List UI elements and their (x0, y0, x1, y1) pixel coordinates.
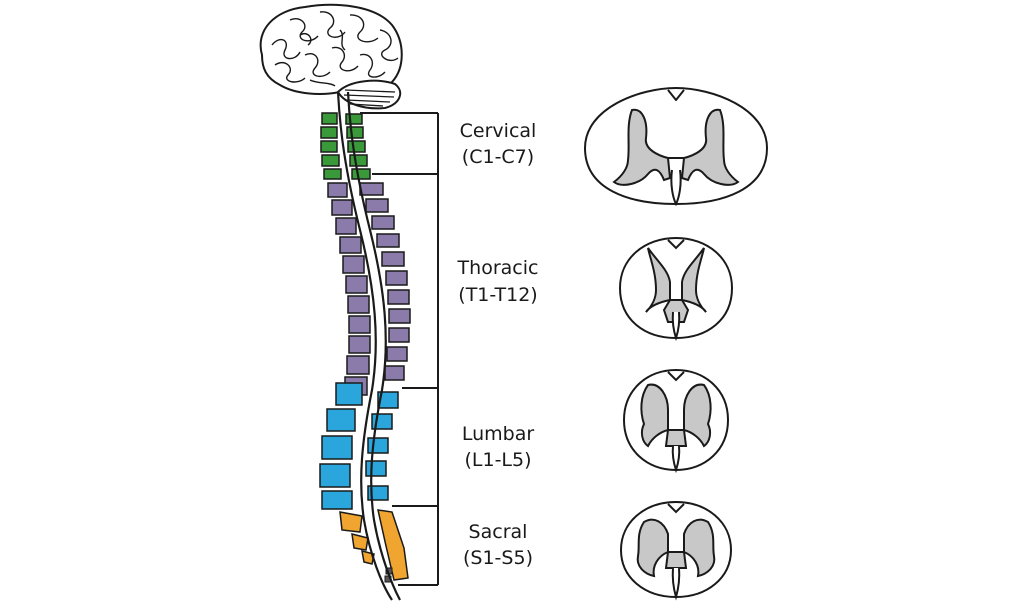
thoracic-label: Thoracic (457, 257, 539, 279)
sacral-range: (S1-S5) (463, 547, 533, 569)
sacral-cross-section (619, 500, 733, 601)
sacral-vertebrae (339, 509, 409, 581)
lumbar-cross-section (622, 368, 730, 474)
brain (259, 3, 403, 110)
cervical-vertebrae (320, 112, 371, 180)
region-labels: Cervical (C1-C7) Thoracic (T1-T12) Lumba… (457, 120, 539, 569)
sacral-label: Sacral (469, 521, 528, 543)
region-brackets (360, 112, 439, 586)
cervical-label: Cervical (460, 120, 537, 142)
cervical-cross-section (584, 87, 768, 207)
thoracic-range: (T1-T12) (458, 284, 537, 306)
lumbar-range: (L1-L5) (464, 449, 531, 471)
thoracic-cross-section (618, 236, 734, 342)
lumbar-label: Lumbar (462, 423, 535, 445)
cervical-range: (C1-C7) (462, 146, 534, 168)
lumbar-vertebrae (319, 382, 399, 510)
thoracic-vertebrae (327, 182, 411, 396)
vertebral-column (319, 112, 411, 583)
spinal-cord (336, 91, 401, 601)
